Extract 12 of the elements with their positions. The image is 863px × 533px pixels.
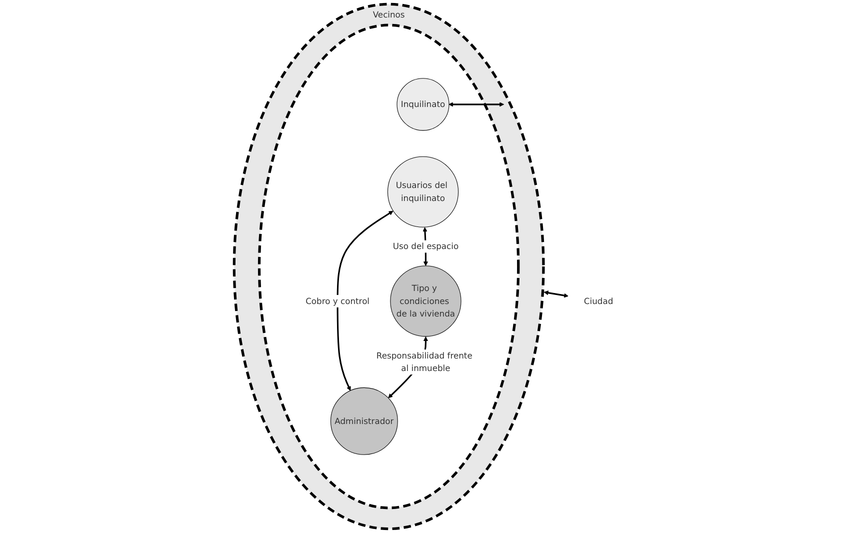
edge-label: Cobro y control [306,296,370,306]
node-circle: Usuarios del inquilinato [387,156,459,228]
node-circle: Inquilinato [396,78,450,131]
node-text: Ciudad [584,296,614,306]
edge-label: Responsabilidad frente al inmueble [376,350,472,374]
arrow [336,210,394,391]
edge-label: Uso del espacio [392,241,459,252]
node-circle: Administrador [330,387,398,455]
cluster [258,24,520,510]
arrow [448,102,504,107]
arrow [544,290,568,298]
node-circle: Tipo y condiciones de la vivienda [390,266,462,337]
